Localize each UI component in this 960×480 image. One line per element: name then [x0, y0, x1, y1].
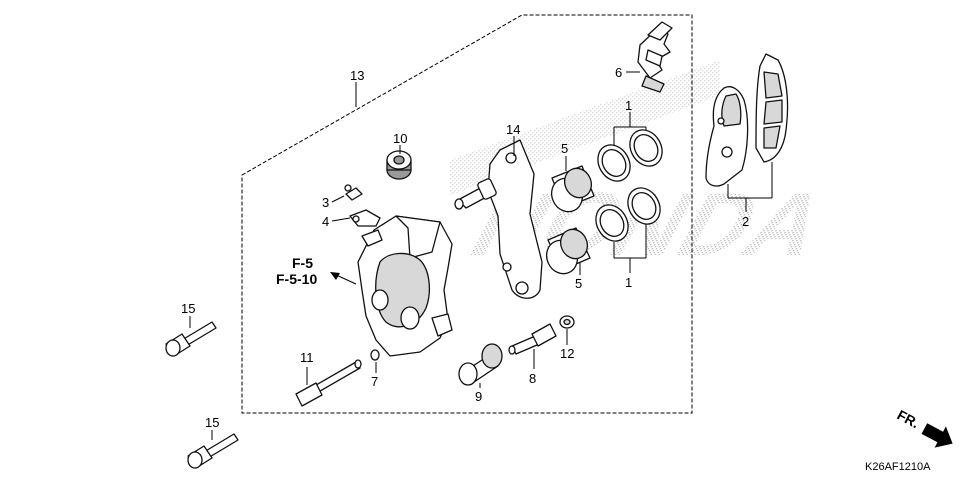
ref-f5-10: F-5-10 [276, 271, 317, 287]
callout-13: 13 [350, 68, 364, 83]
ref-f5: F-5 [292, 255, 313, 271]
callout-1-bottom: 1 [625, 275, 632, 290]
front-direction-arrow: FR. [895, 407, 953, 448]
leader-lines [189, 71, 773, 440]
callout-labels: 13 14 10 3 4 6 1 5 5 1 2 11 7 9 8 12 15 … [181, 65, 749, 430]
callout-3: 3 [322, 195, 329, 210]
pad-spring-clip [637, 21, 673, 93]
flange-bolt-lower [187, 433, 239, 469]
callout-4: 4 [322, 214, 329, 229]
slide-pin-bolt [508, 323, 557, 355]
callout-15-bottom: 15 [205, 415, 219, 430]
bleeder-cap [386, 150, 412, 180]
assembly-frame [241, 14, 693, 414]
caliper-pin [458, 343, 503, 386]
callout-15-top: 15 [181, 301, 195, 316]
diagram-code: K26AF1210A [865, 461, 931, 473]
callout-2: 2 [742, 214, 749, 229]
pin-boot [559, 315, 575, 329]
callout-11: 11 [300, 350, 314, 365]
callout-8: 8 [529, 371, 536, 386]
callout-5-bottom: 5 [575, 276, 582, 291]
washer [370, 349, 380, 361]
direction-label: FR. [895, 407, 922, 432]
arrow-icon [921, 423, 953, 448]
flange-bolt-upper [165, 321, 217, 357]
callout-14: 14 [506, 122, 520, 137]
brake-pad-inner [705, 86, 749, 187]
caliper-body [357, 215, 453, 357]
callout-10: 10 [393, 131, 407, 146]
callout-12: 12 [560, 346, 574, 361]
callout-1-top: 1 [625, 98, 632, 113]
callout-7: 7 [371, 374, 378, 389]
caliper-pistons [545, 165, 595, 275]
bleeder-screw [344, 184, 381, 227]
section-references: F-5 F-5-10 [276, 255, 317, 287]
piston-seals [595, 129, 663, 242]
callout-6: 6 [615, 65, 622, 80]
callout-9: 9 [475, 389, 482, 404]
callout-5-top: 5 [561, 141, 568, 156]
brake-pad-outer [755, 53, 789, 163]
caliper-bracket [454, 139, 543, 299]
pin-bolt [295, 359, 362, 407]
